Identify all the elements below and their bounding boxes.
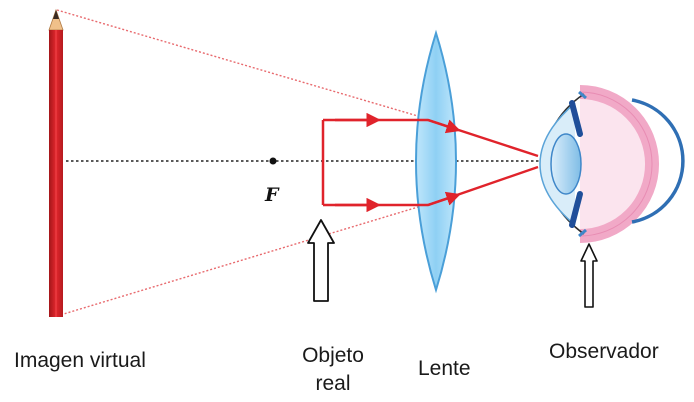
lens-shape [415,29,457,294]
real-object-label: Objeto real [291,343,375,396]
observer-pointer-arrow [580,243,598,308]
focal-point-label: F [264,184,280,206]
object-pointer-arrow [307,219,335,302]
real-object-label-line2: real [315,372,351,395]
virtual-image-label: Imagen virtual [14,349,146,372]
virtual-image-pencil [48,8,64,317]
focal-point-dot [269,157,277,165]
observer-eye [539,85,685,243]
real-object-label-line1: Objeto [302,344,364,367]
virtual-ray-bottom [56,203,429,317]
lens-label: Lente [418,357,471,380]
virtual-ray-top [56,9,429,120]
light-rays [323,112,539,213]
observer-label: Observador [549,340,659,363]
